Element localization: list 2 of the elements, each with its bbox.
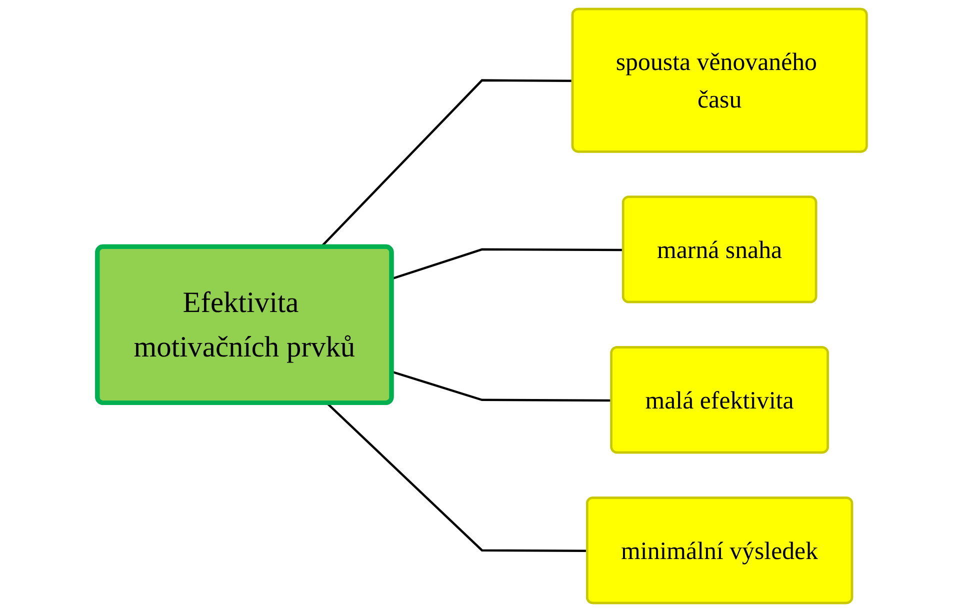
connector	[392, 248, 624, 280]
connector	[392, 370, 612, 402]
